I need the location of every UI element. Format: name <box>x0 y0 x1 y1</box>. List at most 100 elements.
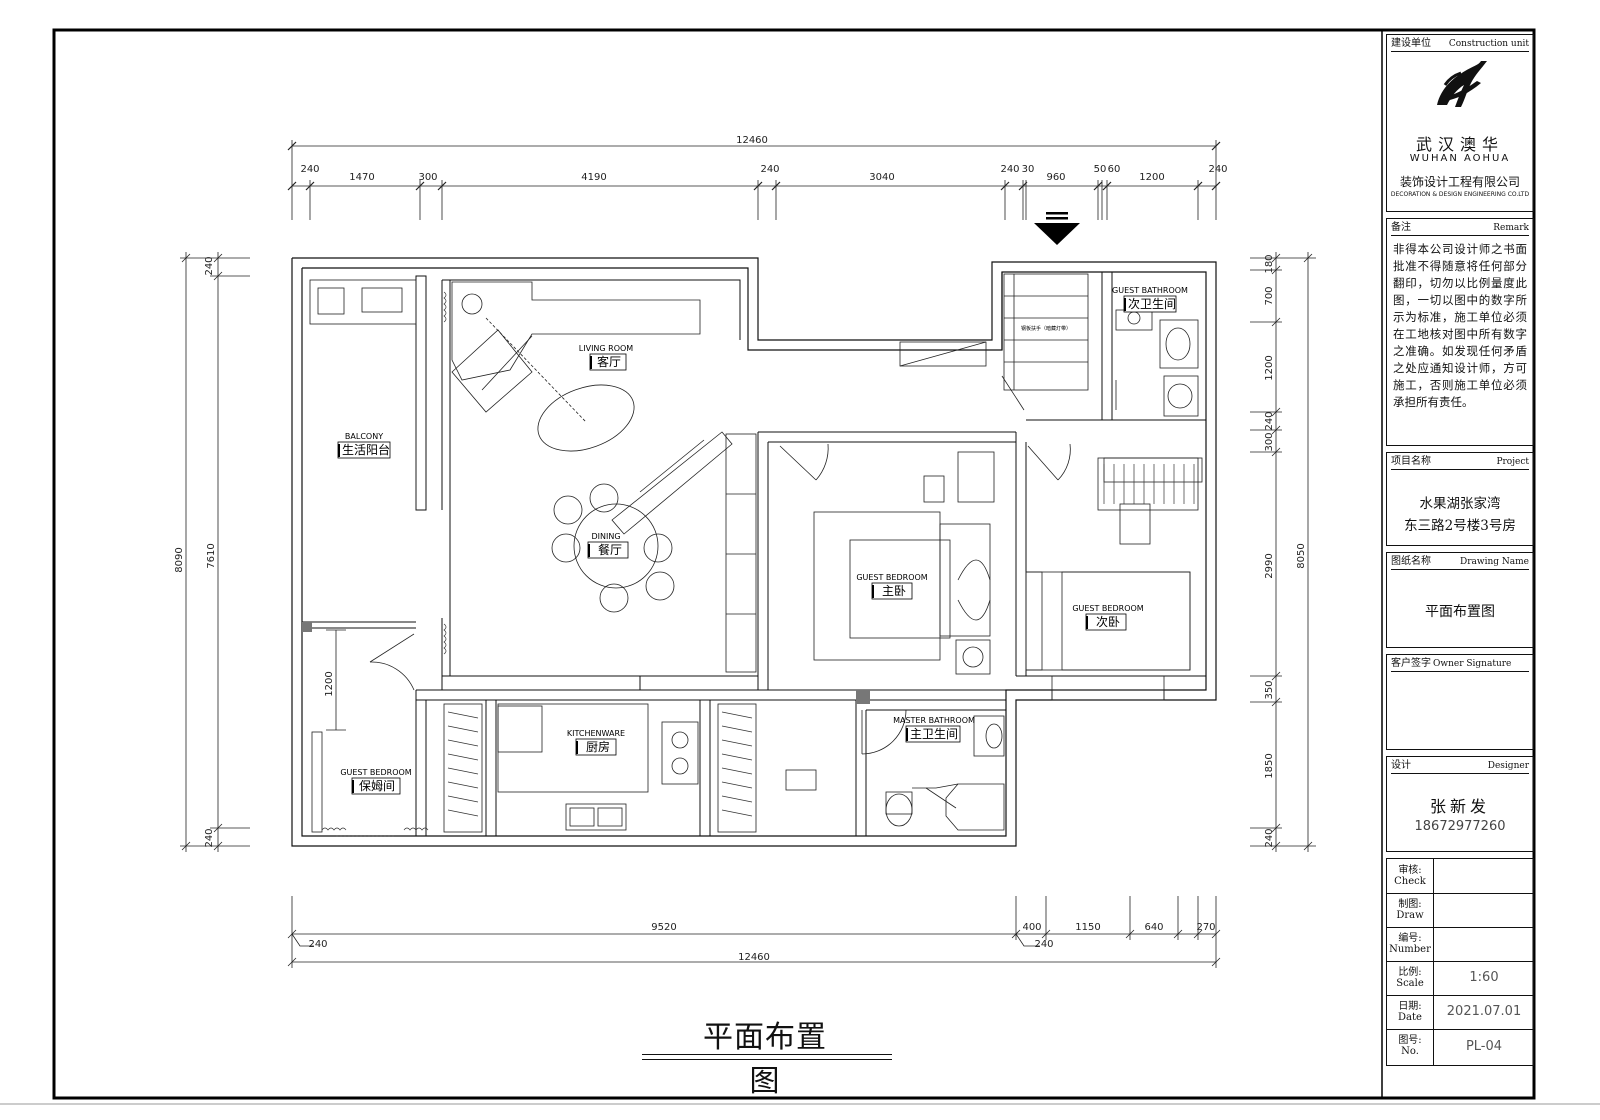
dim-bottom: 400 <box>1022 922 1041 933</box>
construction-unit-label-en: Construction unit <box>1448 39 1529 49</box>
dim-right: 700 <box>1264 286 1275 305</box>
designer-label: 设计 <box>1391 760 1411 771</box>
dim-right: 180 <box>1264 254 1275 273</box>
dim-top: 240 <box>760 164 779 175</box>
drawing-name-label-en: Drawing Name <box>1460 557 1529 567</box>
company-name-en: WUHAN AOHUA <box>1409 153 1511 164</box>
dim-top: 240 <box>1208 164 1227 175</box>
row-value <box>1435 927 1533 961</box>
bottom-dimensions: 240 9520 400 240 1150 640 270 12460 <box>308 922 1215 963</box>
dim-top: 30 <box>1022 164 1035 175</box>
svg-text:GUEST BEDROOM: GUEST BEDROOM <box>340 768 411 777</box>
sheet-frame <box>52 28 1536 1100</box>
dim-left: 240 <box>204 256 215 275</box>
dim-bottom: 240 <box>308 939 327 950</box>
row-label-en: No. <box>1401 1046 1419 1057</box>
svg-text:餐厅: 餐厅 <box>598 542 622 557</box>
project-label: 项目名称 <box>1391 456 1431 467</box>
stair-note: 钢板扶手（暗藏灯带） <box>1021 325 1071 332</box>
entrance-arrow-icon <box>1034 212 1080 245</box>
row-label-en: Scale <box>1396 978 1424 989</box>
remark-text: 非得本公司设计师之书面批准不得随意将任何部分翻印，切勿以比例量度此图，一切以图中… <box>1393 242 1527 409</box>
room-balcony: BALCONY 生活阳台 <box>337 432 391 459</box>
row-draw: 制图: Draw <box>1387 893 1533 928</box>
remark-label: 备注 <box>1391 222 1411 233</box>
dim-left-total: 8090 <box>174 547 185 572</box>
room-master-bathroom: MASTER BATHROOM 主卫生间 <box>893 716 975 743</box>
dim-right: 2990 <box>1264 553 1275 578</box>
row-check: 审核: Check <box>1387 859 1533 894</box>
project-name-line2: 东三路2号楼3号房 <box>1404 518 1516 534</box>
drawing-name-value: 平面布置图 <box>1425 604 1495 620</box>
outer-walls <box>291 257 1217 847</box>
room-kitchen: KITCHENWARE 厨房 <box>567 729 625 756</box>
project-name-line1: 水果湖张家湾 <box>1419 496 1501 512</box>
svg-text:GUEST BATHROOM: GUEST BATHROOM <box>1112 286 1188 295</box>
svg-text:GUEST BEDROOM: GUEST BEDROOM <box>1072 604 1143 613</box>
svg-text:生活阳台: 生活阳台 <box>342 442 390 457</box>
wardrobe-hangers <box>447 464 1195 817</box>
row-drawing-no: 图号: No. PL-04 <box>1387 1029 1533 1065</box>
interior-walls <box>302 272 1206 836</box>
svg-text:MASTER BATHROOM: MASTER BATHROOM <box>893 716 975 725</box>
dim-right: 240 <box>1264 411 1275 430</box>
dim-top: 4190 <box>581 172 606 183</box>
svg-text:主卫生间: 主卫生间 <box>910 727 958 741</box>
drawing-title-underline <box>642 1054 892 1060</box>
svg-text:保姆间: 保姆间 <box>359 779 395 793</box>
dim-bottom: 640 <box>1144 922 1163 933</box>
dim-left: 7610 <box>206 543 217 568</box>
remark-cell: 备注 Remark 非得本公司设计师之书面批准不得随意将任何部分翻印，切勿以比例… <box>1386 218 1534 446</box>
dim-top: 1470 <box>349 172 374 183</box>
row-label-en: Draw <box>1396 910 1424 921</box>
designer-label-en: Designer <box>1487 761 1529 771</box>
dim-right: 300 <box>1264 432 1275 451</box>
svg-text:BALCONY: BALCONY <box>345 432 383 441</box>
dim-top: 60 <box>1108 164 1121 175</box>
svg-text:厨房: 厨房 <box>586 739 610 754</box>
row-date: 日期: Date 2021.07.01 <box>1387 995 1533 1030</box>
row-label: 编号: <box>1398 933 1422 944</box>
designer-phone: 18672977260 <box>1414 819 1506 834</box>
room-guest-bathroom: GUEST BATHROOM 次卫生间 <box>1112 286 1188 313</box>
scale-value: 1:60 <box>1469 970 1499 985</box>
company-subtitle: 装饰设计工程有限公司 <box>1399 175 1520 189</box>
row-number: 编号: Number <box>1387 927 1533 962</box>
row-label-en: Check <box>1394 876 1426 887</box>
dim-right: 240 <box>1264 828 1275 847</box>
room-nanny: GUEST BEDROOM 保姆间 <box>340 768 412 795</box>
dim-door: 1200 <box>324 671 335 696</box>
company-logo-icon <box>1437 61 1487 107</box>
svg-text:次卫生间: 次卫生间 <box>1128 297 1176 311</box>
project-cell: 项目名称 Project 水果湖张家湾 东三路2号楼3号房 <box>1386 452 1534 546</box>
room-labels: LIVING ROOM 客厅 BALCONY 生活阳台 DINING 餐厅 GU… <box>337 286 1188 795</box>
row-value <box>1435 893 1533 927</box>
svg-text:DINING: DINING <box>591 532 620 541</box>
designer-cell: 设计 Designer 张新发 18672977260 <box>1386 756 1534 852</box>
row-label: 审核: <box>1398 865 1422 876</box>
dim-right: 1850 <box>1264 753 1275 778</box>
detail-rows: 审核: Check 制图: Draw 编号: Number 比例: Scale <box>1386 858 1534 1066</box>
remark-label-en: Remark <box>1493 223 1529 233</box>
dim-top: 240 <box>1000 164 1019 175</box>
dim-top-total: 12460 <box>736 135 768 146</box>
drawing-name-label: 图纸名称 <box>1391 556 1431 567</box>
row-scale: 比例: Scale 1:60 <box>1387 961 1533 996</box>
svg-text:主卧: 主卧 <box>882 584 906 598</box>
date-value: 2021.07.01 <box>1446 1004 1522 1019</box>
row-label: 图号: <box>1398 1035 1422 1046</box>
dim-top: 1200 <box>1139 172 1164 183</box>
curtain-marks <box>321 291 447 831</box>
dim-top: 3040 <box>869 172 894 183</box>
dim-right-total: 8050 <box>1296 543 1307 568</box>
dim-top: 240 <box>300 164 319 175</box>
row-label: 制图: <box>1398 899 1422 910</box>
row-value <box>1435 859 1533 893</box>
dim-bottom: 1150 <box>1075 922 1100 933</box>
dim-bottom: 270 <box>1196 922 1215 933</box>
project-label-en: Project <box>1496 457 1529 467</box>
svg-text:次卧: 次卧 <box>1096 615 1120 629</box>
drawing-name-cell: 图纸名称 Drawing Name 平面布置图 <box>1386 552 1534 648</box>
room-living: LIVING ROOM 客厅 <box>579 344 633 371</box>
room-second-bedroom: GUEST BEDROOM 次卧 <box>1072 604 1144 631</box>
